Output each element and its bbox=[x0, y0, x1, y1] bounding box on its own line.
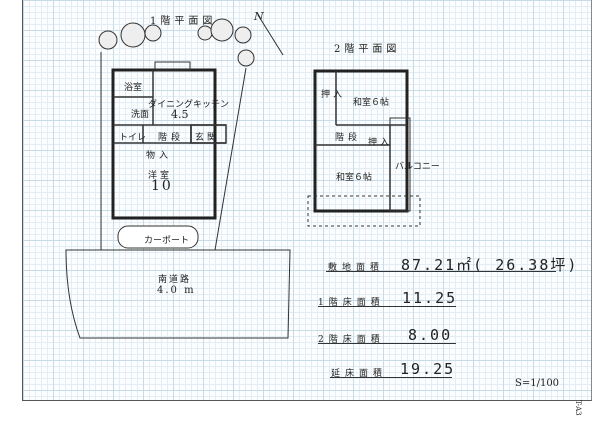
trees bbox=[98, 18, 255, 67]
site-area-value: 87.21㎡( 26.38坪) bbox=[401, 256, 579, 274]
floor2-area-underline bbox=[318, 343, 456, 344]
floor1-area-underline bbox=[318, 306, 456, 307]
room-closet-2: 押入 bbox=[368, 138, 393, 148]
room-storage: 物入 bbox=[146, 151, 173, 161]
floor1-area-value: 11.25 bbox=[402, 289, 458, 307]
room-western: 洋室 bbox=[148, 171, 173, 181]
sheet-code: T-A3 bbox=[574, 400, 582, 416]
carport-label: カーポート bbox=[144, 236, 190, 246]
site-boundary bbox=[100, 14, 284, 251]
room-dining-kitchen: ダイニングキッチン bbox=[148, 100, 230, 110]
road-outline bbox=[65, 249, 291, 339]
room-japanese-2: 和室６帖 bbox=[336, 173, 373, 183]
room-closet-1: 押入 bbox=[321, 90, 346, 100]
road-width: 4.0 m bbox=[157, 285, 196, 296]
western-size: 10 bbox=[151, 178, 173, 194]
room-entrance: 玄関 bbox=[195, 133, 220, 143]
room-stairs-2: 階段 bbox=[335, 133, 362, 143]
site-area-label: 敷地面積 bbox=[328, 263, 385, 273]
floor2-partitions bbox=[307, 71, 421, 227]
floor2-walls bbox=[313, 69, 409, 213]
scale-label: S=1/100 bbox=[515, 378, 560, 389]
room-washroom: 洗面 bbox=[131, 110, 150, 120]
car bbox=[117, 225, 199, 249]
north-mark: N bbox=[254, 10, 264, 23]
floor1-partitions bbox=[113, 61, 227, 144]
dk-size: 4.5 bbox=[171, 108, 189, 121]
room-japanese-1: 和室６帖 bbox=[353, 98, 390, 108]
total-area-value: 19.25 bbox=[400, 360, 456, 378]
floor1-area-label: 1階床面積 bbox=[318, 298, 385, 308]
room-toilet: トイレ bbox=[119, 133, 147, 143]
total-area-underline bbox=[330, 377, 452, 378]
floor2-area-label: 2階床面積 bbox=[318, 335, 385, 345]
balcony-label: バルコニー bbox=[395, 162, 440, 172]
room-bath: 浴室 bbox=[124, 83, 143, 93]
floor1-title: 1階平面図 bbox=[150, 16, 217, 27]
floor2-area-value: 8.00 bbox=[408, 326, 453, 344]
site-area-underline bbox=[326, 271, 556, 272]
total-area-label: 延床面積 bbox=[331, 369, 388, 379]
grid-sheet bbox=[22, 0, 592, 401]
floor2-title: 2階平面図 bbox=[334, 44, 401, 55]
room-stairs: 階段 bbox=[158, 133, 185, 143]
road-label: 南道路 bbox=[158, 275, 192, 285]
